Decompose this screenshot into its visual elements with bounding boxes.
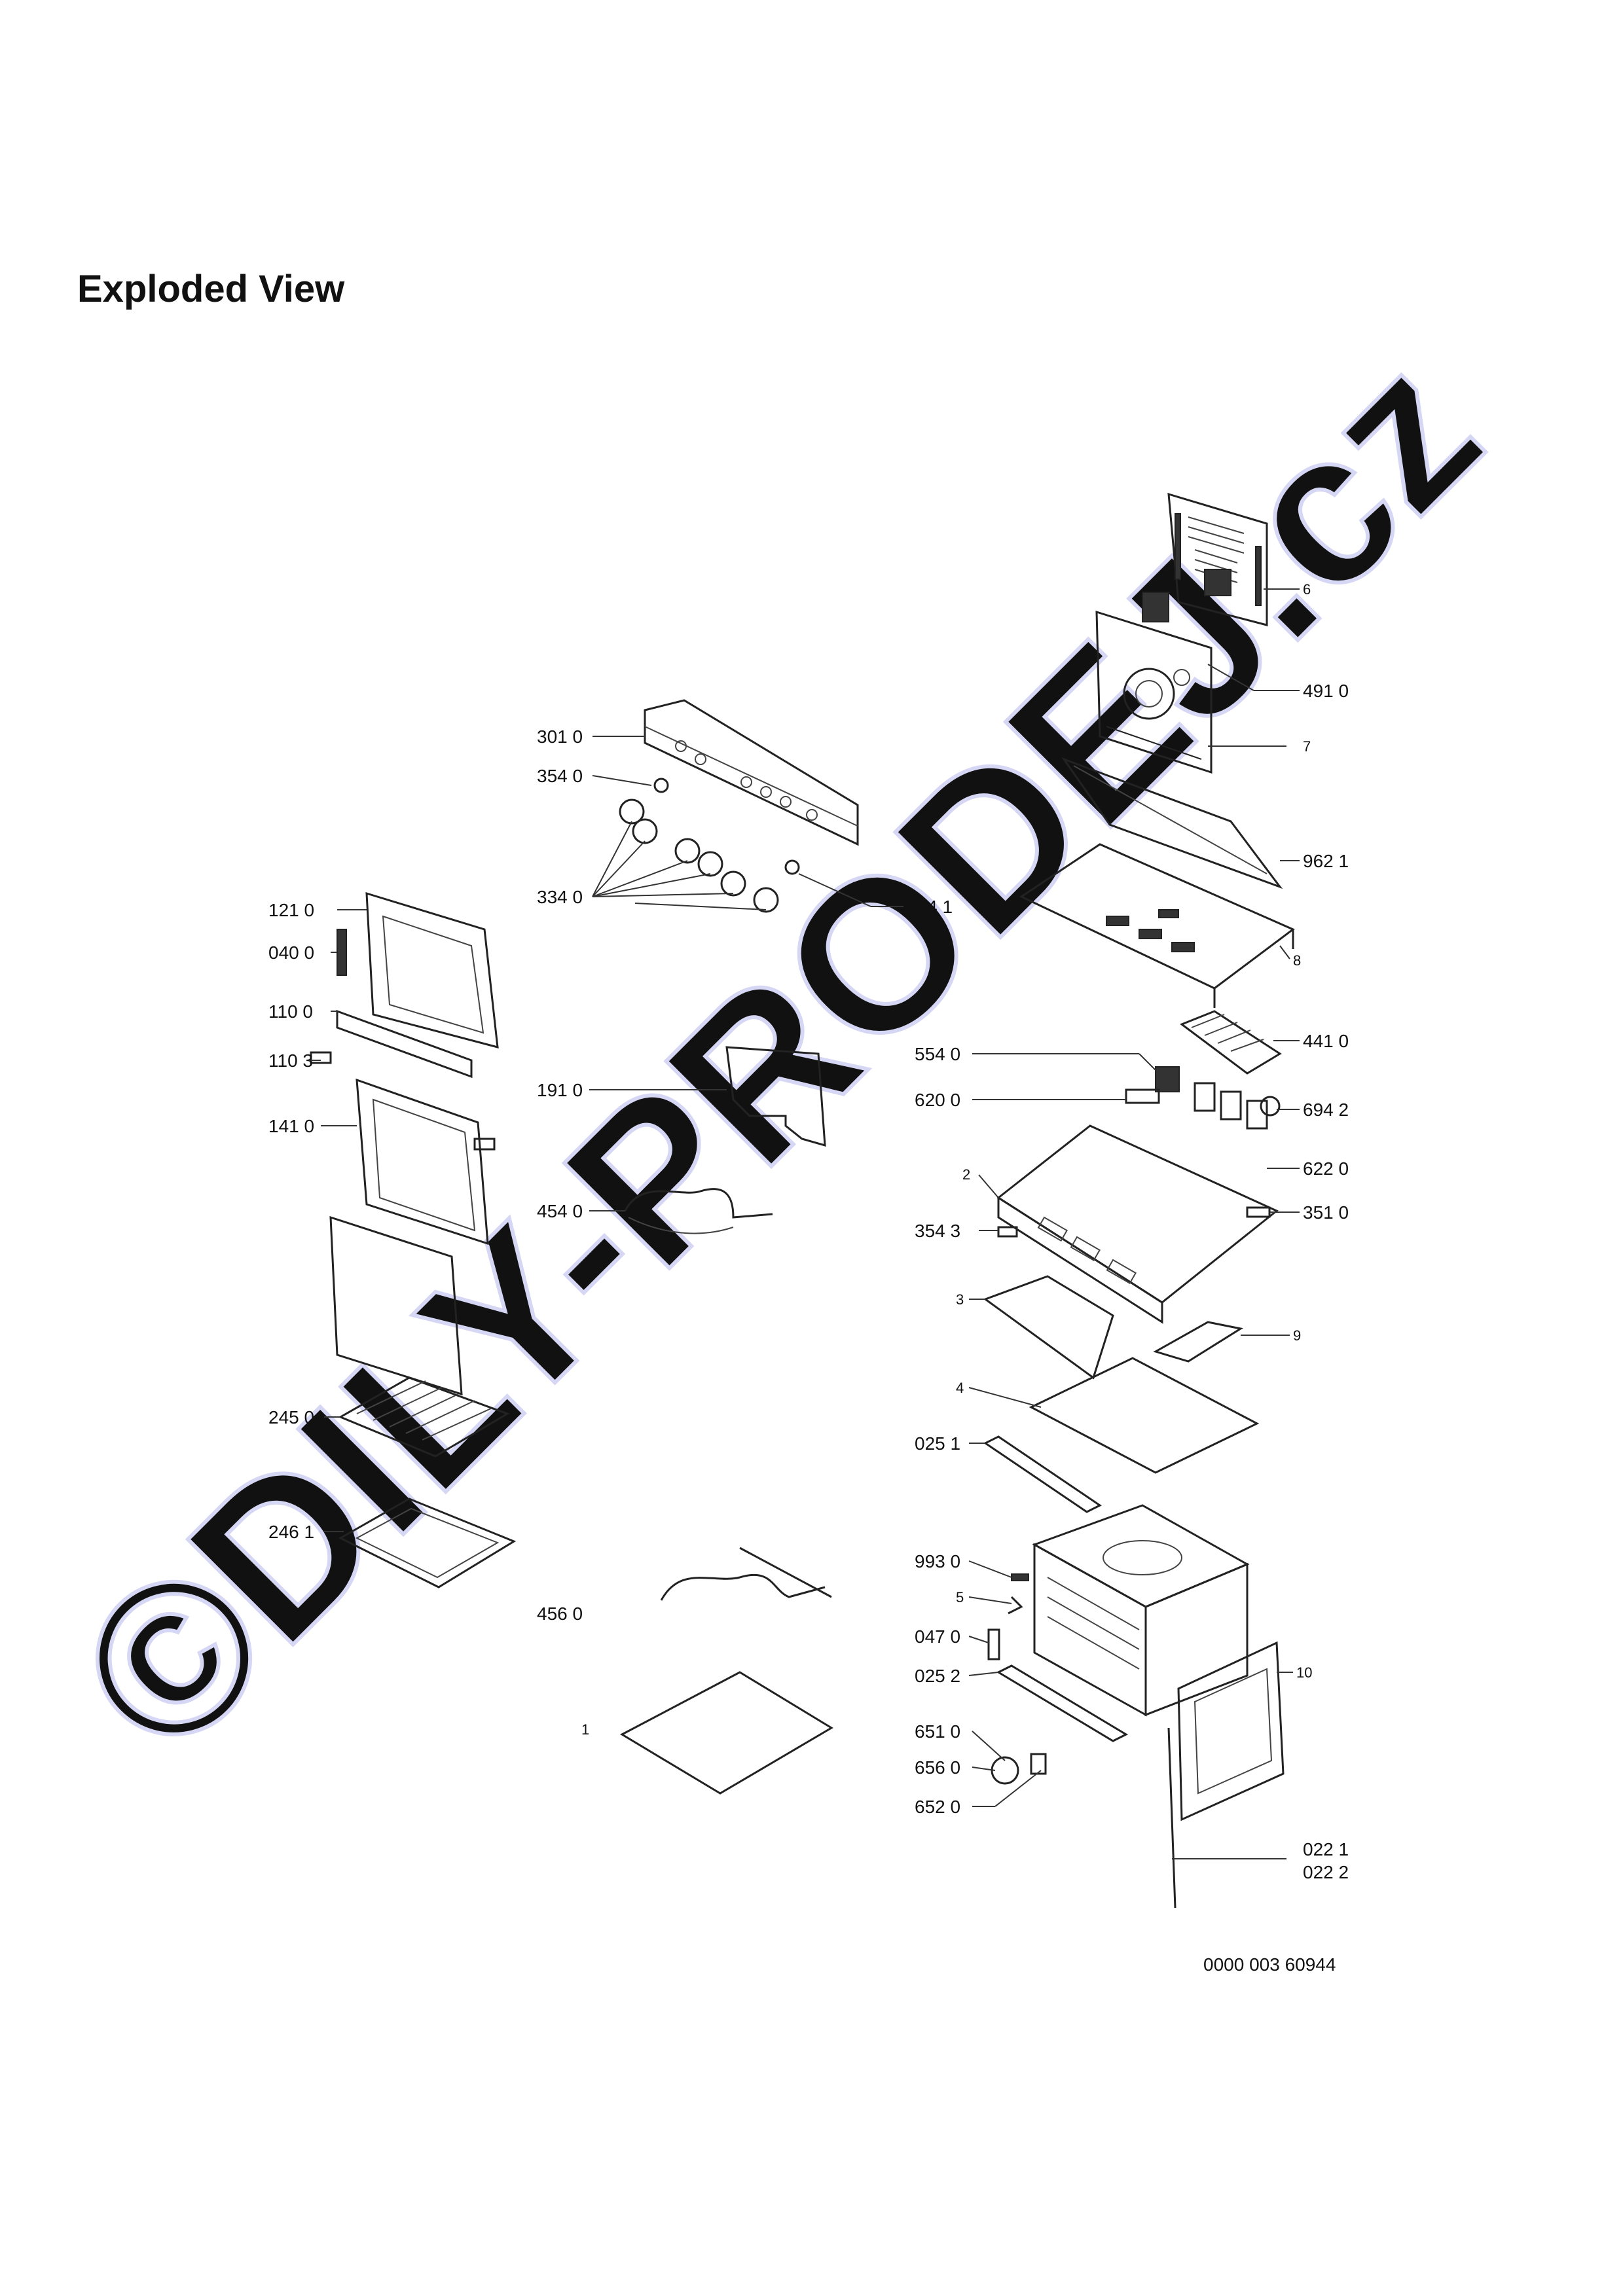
label-622-0: 622 0 [1303, 1158, 1349, 1179]
label-9: 9 [1293, 1327, 1301, 1344]
part-rear-panel [1167, 492, 1268, 626]
part-bottom-heating-element [660, 1573, 826, 1601]
label-656-0: 656 0 [915, 1757, 960, 1778]
part-tangential-fan [1179, 1010, 1282, 1075]
part-control-panel [644, 699, 859, 846]
label-491-0: 491 0 [1303, 681, 1349, 701]
part-wire-shelf [338, 1376, 510, 1458]
part-side-frame [1177, 1641, 1285, 1821]
part-rotary-switch [1030, 1753, 1047, 1775]
label-110-0: 110 0 [268, 1001, 313, 1022]
label-456-0: 456 0 [537, 1604, 583, 1624]
label-301-0: 301 0 [537, 726, 583, 747]
label-245-0: 245 0 [268, 1407, 314, 1427]
part-lock-hook [1008, 1596, 1023, 1615]
label-454-0: 454 0 [537, 1201, 583, 1221]
part-top-heating-element-wire [628, 1217, 734, 1234]
part-labels: 6 491 0 7 962 1 8 301 0 354 0 334 0 354 … [268, 581, 1349, 1882]
part-side-bracket [983, 1275, 1114, 1380]
label-025-1: 025 1 [915, 1433, 960, 1454]
part-top-heating-element [624, 1188, 773, 1219]
part-bottom-plate [619, 1671, 833, 1795]
label-6: 6 [1303, 581, 1311, 598]
label-246-1: 246 1 [268, 1522, 314, 1542]
label-554-0: 554 0 [915, 1044, 960, 1064]
part-bottom-heating-element-bracket [739, 1547, 832, 1598]
label-047-0: 047 0 [915, 1626, 960, 1647]
part-cover-plate [1029, 1357, 1260, 1474]
label-4: 4 [956, 1380, 964, 1396]
label-441-0: 441 0 [1303, 1031, 1349, 1051]
part-latch [987, 1628, 1000, 1660]
part-door-handle [336, 1009, 473, 1079]
part-lamp-holder [997, 1226, 1018, 1238]
drawing-number: 0000 003 60944 [1203, 1954, 1336, 1975]
part-handle-cap-left [310, 1051, 332, 1064]
part-indicator-lamp-top [653, 778, 669, 793]
label-3: 3 [956, 1291, 964, 1308]
part-fan-cover [1095, 592, 1213, 774]
label-962-1: 962 1 [1303, 851, 1349, 871]
part-indicator-lamp-bottom [784, 859, 800, 875]
part-baking-tray [338, 1498, 517, 1588]
part-control-knobs [619, 798, 779, 913]
part-outer-door [365, 891, 499, 1049]
page-title: Exploded View [77, 268, 345, 310]
label-022-1: 022 1 [1303, 1839, 1349, 1859]
label-025-2: 025 2 [915, 1666, 960, 1686]
label-993-0: 993 0 [915, 1551, 960, 1571]
watermark: ©DILY-PRODEJ.cz [32, 308, 1524, 1800]
label-121-0: 121 0 [268, 900, 314, 920]
label-141-0: 141 0 [268, 1116, 314, 1136]
label-1: 1 [581, 1721, 589, 1738]
label-7: 7 [1303, 738, 1311, 755]
label-5: 5 [956, 1589, 964, 1605]
label-334-0: 334 0 [537, 887, 583, 907]
part-lower-rail [996, 1664, 1129, 1742]
label-191-0: 191 0 [537, 1080, 583, 1100]
label-620-0: 620 0 [915, 1090, 960, 1110]
label-022-2: 022 2 [1303, 1862, 1349, 1882]
sheet-edge [1073, 765, 1267, 874]
label-040-0: 040 0 [268, 942, 314, 963]
part-upper-rail [983, 1435, 1102, 1513]
part-rotary-knob [991, 1756, 1019, 1785]
label-652-0: 652 0 [915, 1797, 960, 1817]
part-electrical-components [1125, 1066, 1281, 1130]
label-694-2: 694 2 [1303, 1100, 1349, 1120]
part-connector [1246, 1206, 1271, 1218]
label-354-0: 354 0 [537, 766, 583, 786]
label-351-0: 351 0 [1303, 1202, 1349, 1223]
label-8: 8 [1293, 952, 1301, 969]
label-651-0: 651 0 [915, 1721, 960, 1742]
part-door-hinge [337, 929, 347, 976]
part-top-cover [1019, 843, 1295, 1008]
part-handle-cap-right [473, 1138, 496, 1151]
label-10: 10 [1296, 1664, 1312, 1681]
part-small-bracket [1153, 1321, 1243, 1363]
label-2: 2 [962, 1166, 970, 1183]
label-354-3: 354 3 [915, 1221, 960, 1241]
part-oven-cavity [1032, 1504, 1250, 1717]
leader-lines [311, 588, 1300, 1859]
label-110-3: 110 3 [268, 1050, 313, 1071]
part-insulation-sheet [1061, 757, 1283, 889]
part-screw [1011, 1573, 1029, 1581]
part-oven-seal [725, 1046, 826, 1147]
part-hinge-rail [1167, 1727, 1176, 1909]
label-354-1: 354 1 [907, 897, 953, 917]
part-housing-frame [996, 1124, 1279, 1324]
part-door-glass [329, 1078, 489, 1396]
